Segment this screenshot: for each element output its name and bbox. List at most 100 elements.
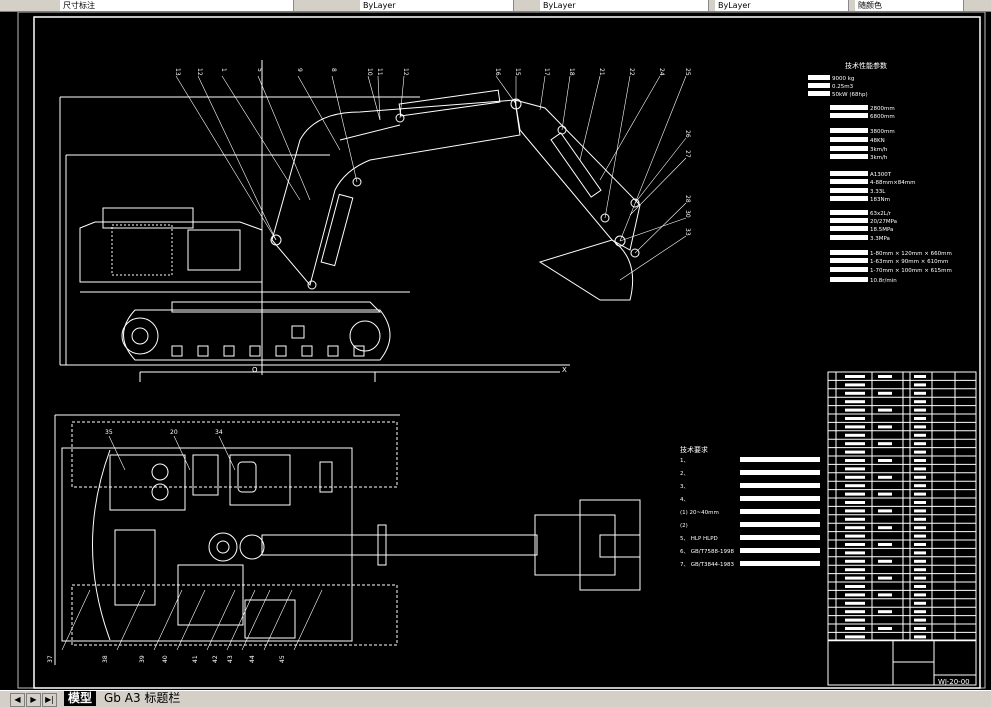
part-material-block bbox=[914, 551, 926, 555]
callout-number: 39 bbox=[139, 655, 146, 663]
callout-number: 43 bbox=[227, 655, 234, 663]
leader-line bbox=[634, 137, 687, 204]
leader-line bbox=[197, 75, 277, 241]
part-code-block bbox=[845, 433, 865, 437]
spec-value: 1-70mm × 100mm × 615mm bbox=[870, 268, 952, 274]
leader-line bbox=[176, 589, 206, 651]
part-code-block bbox=[845, 635, 865, 639]
note-line: 7、 GB/T3844-1983 bbox=[680, 562, 734, 568]
spec-value: 2800mm bbox=[870, 106, 895, 112]
part-code-block bbox=[845, 400, 865, 404]
part-material-block bbox=[914, 526, 926, 530]
leader-line bbox=[579, 75, 601, 161]
callout-number: 44 bbox=[249, 655, 256, 663]
plotstyle-dropdown[interactable]: 随颜色 bbox=[855, 0, 964, 11]
spec-value: 10.8r/min bbox=[870, 278, 897, 284]
part-material-block bbox=[914, 408, 926, 412]
note-text-block bbox=[740, 470, 820, 475]
part-name-block bbox=[878, 610, 892, 614]
note-text-block bbox=[740, 496, 820, 501]
note-text-block bbox=[740, 561, 820, 566]
spec-label-block bbox=[830, 218, 868, 223]
technical-notes: 技术要求 1、2、3、4、(1) 20~40mm(2)5、 HLP HLPD6、… bbox=[680, 445, 820, 568]
spec-label-block bbox=[830, 128, 868, 133]
lineweight-dropdown[interactable]: ByLayer bbox=[715, 0, 849, 11]
plotstyle-value: 随颜色 bbox=[858, 1, 882, 10]
leader-line bbox=[331, 75, 358, 183]
spec-value: 3km/h bbox=[870, 155, 888, 161]
part-code-block bbox=[845, 576, 865, 580]
note-line: 6、 GB/T7588-1998 bbox=[680, 549, 734, 555]
track-roller bbox=[301, 345, 313, 357]
layer-name: 尺寸标注 bbox=[63, 1, 95, 10]
callout-number: 1 bbox=[220, 68, 227, 72]
spec-value: 18.5MPa bbox=[870, 227, 893, 233]
linetype-dropdown[interactable]: ByLayer bbox=[540, 0, 709, 11]
part-name-block bbox=[878, 593, 892, 597]
callout-number: 38 bbox=[102, 655, 109, 663]
part-material-block bbox=[914, 585, 926, 588]
part-material-block bbox=[914, 517, 926, 521]
tab-last-button[interactable]: ▶| bbox=[42, 693, 57, 707]
part-material-block bbox=[914, 543, 926, 546]
spec-label-block bbox=[830, 210, 868, 215]
part-name-block bbox=[878, 442, 892, 446]
layer-dropdown[interactable]: 尺寸标注 bbox=[60, 0, 294, 11]
part-code-block bbox=[845, 559, 865, 563]
leader-line bbox=[297, 75, 341, 151]
note-text-block bbox=[740, 522, 820, 527]
tab-model[interactable]: 模型 bbox=[64, 691, 97, 706]
spec-title: 技术性能参数 bbox=[845, 61, 887, 70]
leader-line bbox=[175, 75, 277, 241]
leader-line bbox=[619, 235, 687, 281]
spec-value: A1300T bbox=[870, 172, 892, 178]
leader-line bbox=[206, 589, 236, 651]
callout-number: 10 bbox=[366, 68, 373, 76]
part-name-block bbox=[878, 459, 892, 462]
part-material-block bbox=[914, 534, 926, 538]
track-roller bbox=[327, 345, 339, 357]
part-material-block bbox=[914, 618, 926, 622]
spec-label-block bbox=[830, 250, 868, 255]
callout-number: 41 bbox=[192, 655, 199, 663]
part-code-block bbox=[845, 593, 865, 597]
color-dropdown[interactable]: ByLayer bbox=[360, 0, 514, 11]
part-material-block bbox=[914, 450, 926, 454]
track-roller bbox=[223, 345, 235, 357]
spec-value: 3.3MPa bbox=[870, 236, 890, 242]
part-code-block bbox=[845, 509, 865, 513]
tab-first-button[interactable]: ◀ bbox=[10, 693, 25, 707]
color-value: ByLayer bbox=[363, 1, 396, 10]
callout-number: 25 bbox=[684, 68, 691, 76]
callout-number: 17 bbox=[543, 68, 550, 76]
spec-label-block bbox=[830, 171, 868, 176]
part-material-block bbox=[914, 484, 926, 488]
part-name-block bbox=[878, 425, 892, 429]
tab-layout-gb-a3[interactable]: Gb A3 标题栏 bbox=[104, 691, 181, 705]
spec-label-block bbox=[808, 75, 830, 80]
spec-label-block bbox=[830, 196, 868, 201]
spec-label-block bbox=[830, 235, 868, 240]
spec-label-block bbox=[830, 188, 868, 193]
tab-next-button[interactable]: ▶ bbox=[26, 693, 41, 707]
leader-line bbox=[399, 75, 405, 119]
spec-value: 0.25m3 bbox=[832, 84, 854, 90]
part-name-block bbox=[878, 576, 892, 580]
origin-label: O bbox=[252, 366, 258, 374]
note-line: (2) bbox=[680, 523, 688, 529]
spec-label-block bbox=[830, 258, 868, 263]
part-code-block bbox=[845, 534, 865, 538]
spec-label-block bbox=[830, 154, 868, 159]
part-name-block bbox=[878, 475, 892, 479]
spec-label-block bbox=[830, 146, 868, 151]
leader-line bbox=[153, 589, 183, 651]
spec-value: 50kW (68hp) bbox=[832, 92, 868, 98]
part-material-block bbox=[914, 492, 926, 496]
excavator-side-view: O X bbox=[59, 60, 641, 382]
part-code-block bbox=[845, 543, 865, 546]
part-name-block bbox=[878, 408, 892, 412]
part-material-block bbox=[914, 576, 926, 580]
callout-number: 40 bbox=[162, 655, 169, 663]
